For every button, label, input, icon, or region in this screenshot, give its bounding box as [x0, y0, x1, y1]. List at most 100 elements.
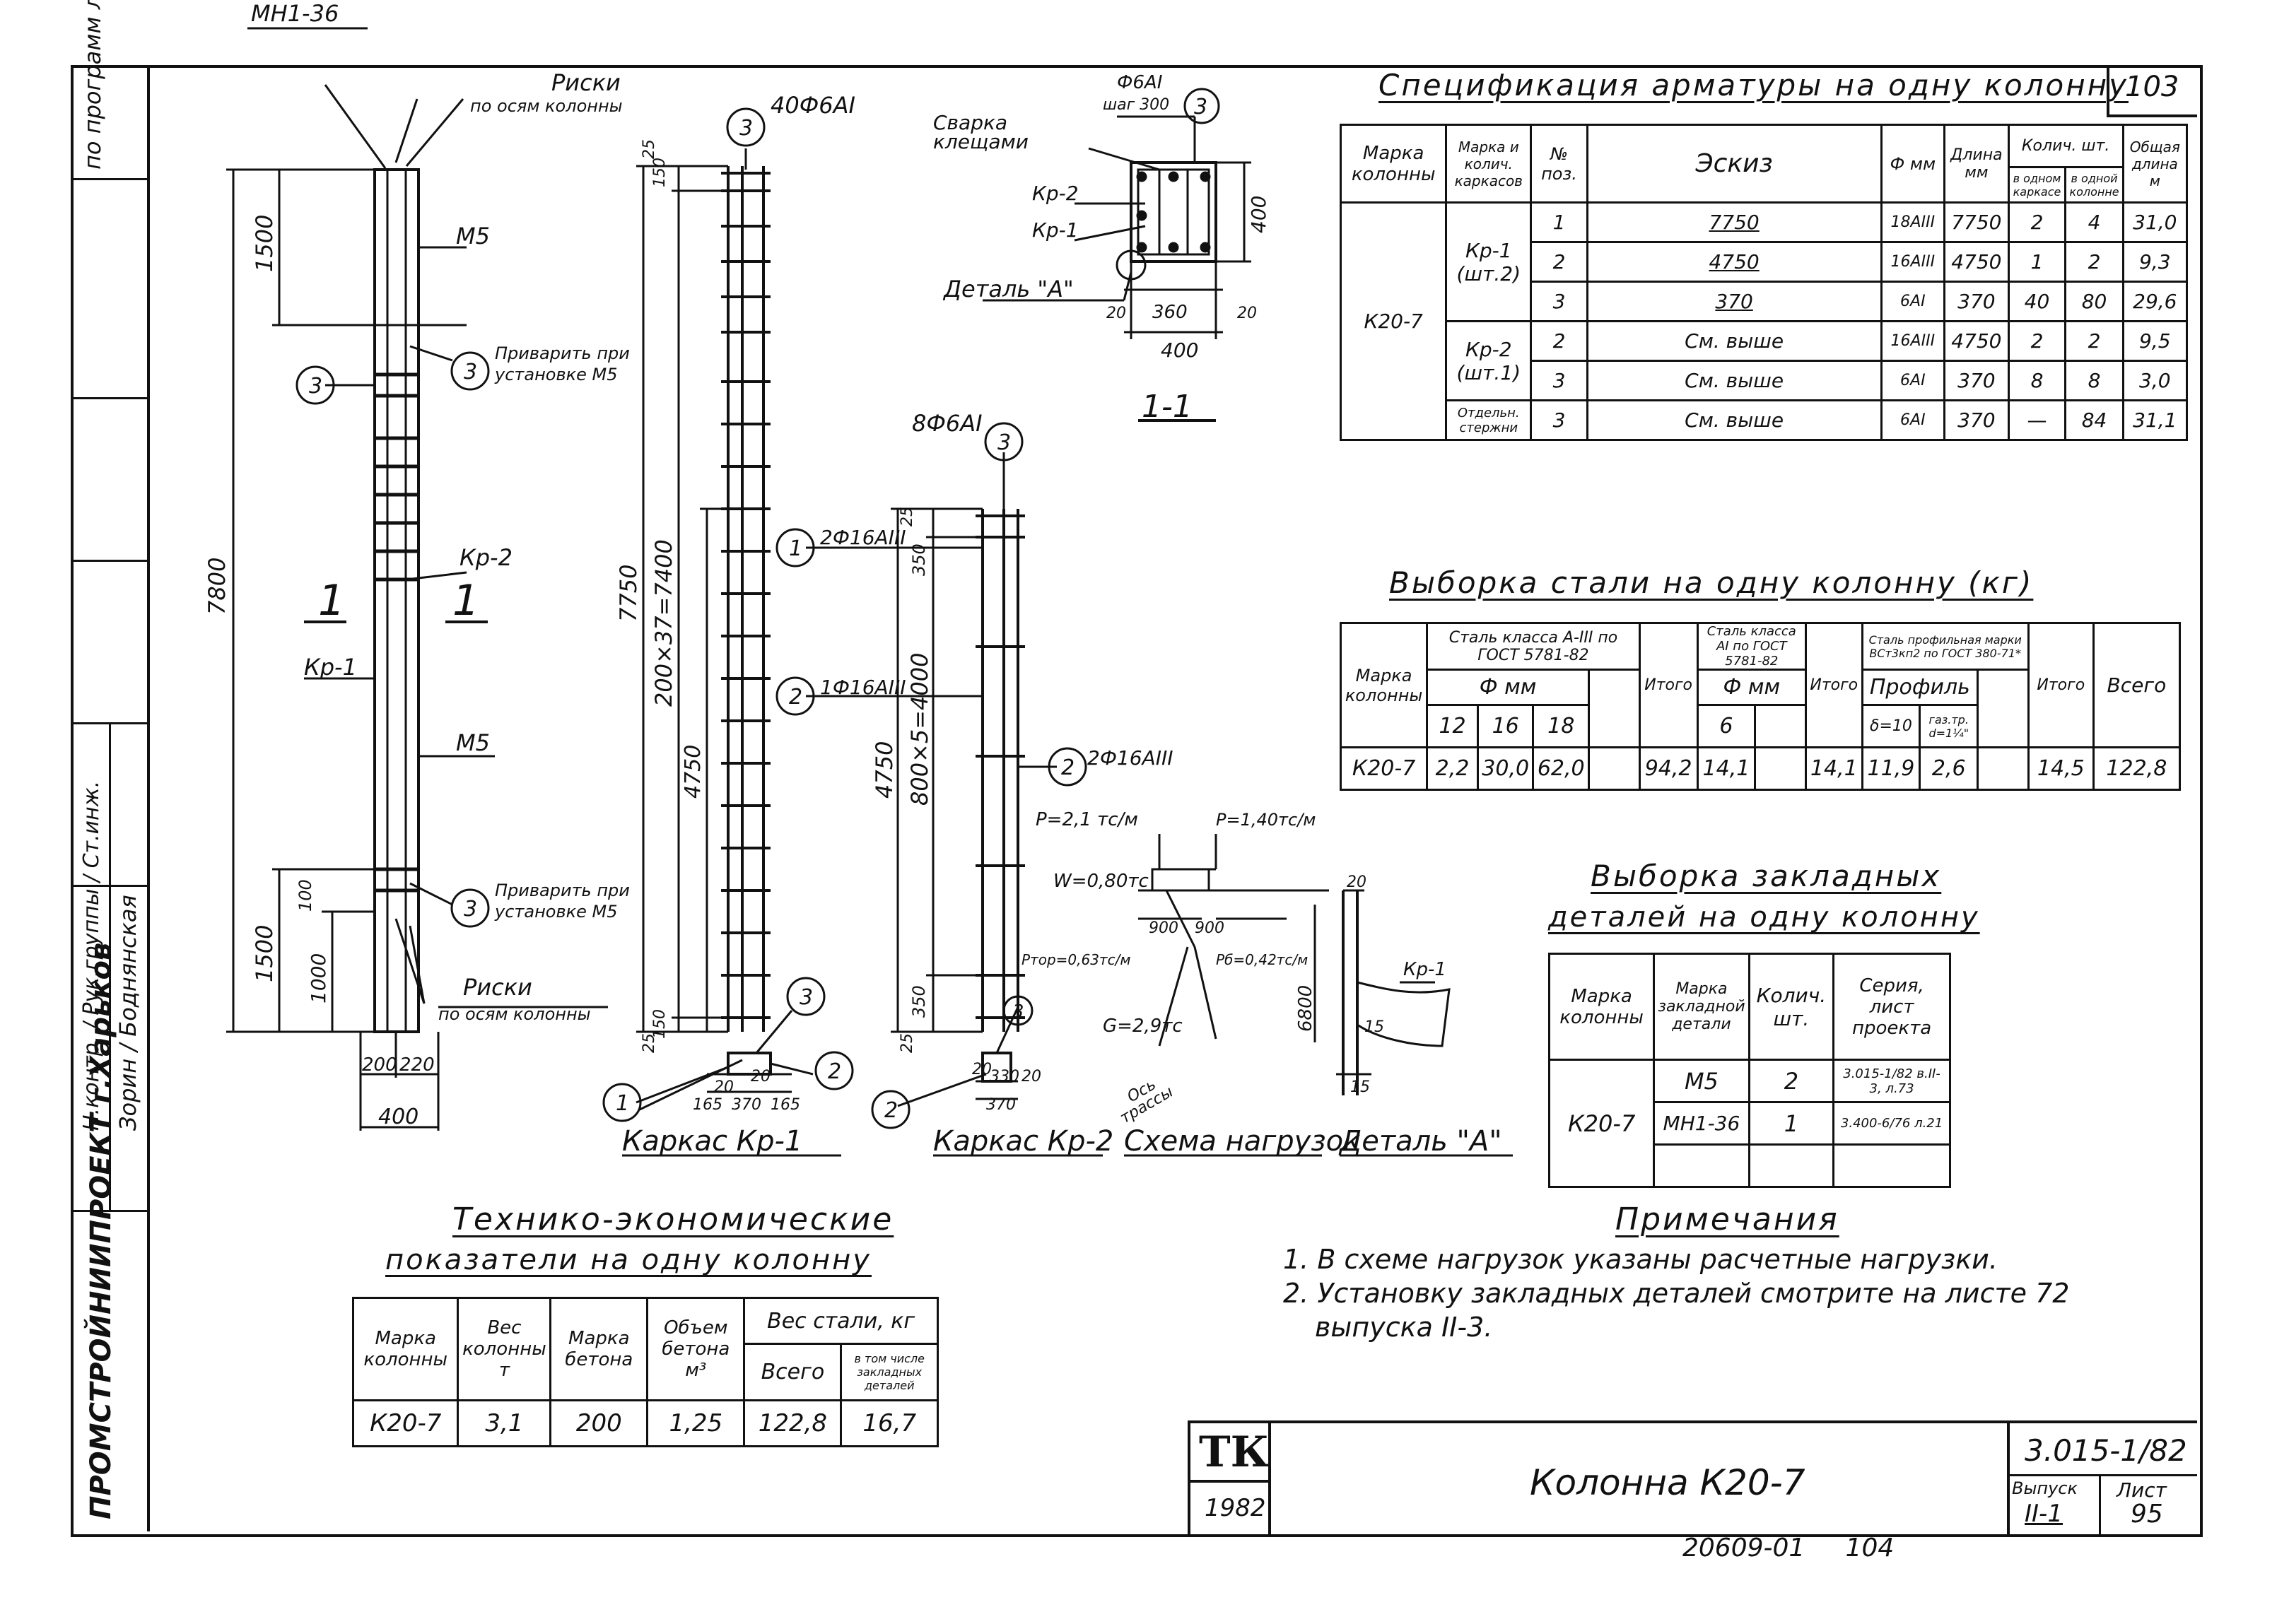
- svg-text:6800: 6800: [1295, 985, 1316, 1032]
- spec-h-sketch: Эскиз: [1586, 124, 1883, 204]
- svg-text:3: 3: [1194, 95, 1207, 119]
- svg-text:800×5=4000: 800×5=4000: [906, 653, 933, 806]
- svg-text:3: 3: [997, 430, 1011, 455]
- svg-text:25: 25: [640, 139, 658, 159]
- svg-text:Кр-1: Кр-1: [1032, 218, 1079, 242]
- svg-text:370: 370: [732, 1096, 761, 1114]
- tech-table: Марка колонны Вес колонны т Марка бетона…: [351, 1297, 939, 1447]
- svg-text:P=2,1 тс/м: P=2,1 тс/м: [1036, 809, 1138, 830]
- stamp-vypusk-label: Выпуск: [2012, 1478, 2078, 1498]
- left-strip: [71, 65, 150, 1531]
- emb-cell: МН1-36: [1653, 1101, 1750, 1146]
- steel-cell: 14,1: [1696, 746, 1757, 791]
- spec-cell: 9,5: [2121, 320, 2189, 362]
- svg-text:Ф6АI: Ф6АI: [1117, 72, 1162, 93]
- svg-text:по осям колонны: по осям колонны: [470, 96, 623, 116]
- svg-text:1500: 1500: [251, 215, 278, 272]
- spec-cell: 9,3: [2121, 241, 2189, 283]
- svg-text:20: 20: [714, 1078, 734, 1096]
- svg-text:2: 2: [828, 1059, 841, 1084]
- spec-col-mark: К20-7: [1339, 201, 1448, 441]
- svg-text:G=2,9тс: G=2,9тс: [1103, 1016, 1183, 1037]
- stamp-list: 95: [2131, 1500, 2163, 1529]
- embedded-title-1: Выборка закладных: [1591, 859, 1942, 893]
- svg-text:P=1,40тс/м: P=1,40тс/м: [1216, 810, 1316, 830]
- spec-cell: См. выше: [1586, 320, 1883, 362]
- steel-h-blank3: [1754, 704, 1808, 748]
- spec-cell: 6АI: [1880, 399, 1946, 441]
- spec-cell: 3: [1530, 360, 1588, 401]
- emb-h-mark: Марка колонны: [1547, 953, 1656, 1061]
- svg-text:20: 20: [1237, 305, 1257, 322]
- svg-text:Pтор=0,63тс/м: Pтор=0,63тс/м: [1021, 951, 1130, 968]
- spec-cell: 29,6: [2121, 281, 2189, 322]
- svg-text:по осям колонны: по осям колонны: [438, 1004, 591, 1024]
- steel-h-itogo3: Итого: [2027, 622, 2095, 748]
- svg-text:2: 2: [884, 1098, 898, 1123]
- spec-group-kr2: Кр-2 (шт.1): [1445, 320, 1533, 401]
- tech-h-concrete: Марка бетона: [549, 1297, 649, 1401]
- steel-cell: 62,0: [1532, 746, 1591, 791]
- svg-text:900: 900: [1149, 919, 1178, 937]
- spec-cell: 370: [1943, 360, 2010, 401]
- svg-text:1500: 1500: [251, 925, 278, 982]
- svg-text:М5: М5: [456, 729, 490, 756]
- spec-h-q2: в одной колонне: [2064, 166, 2124, 204]
- spec-h-q1: в одном каркасе: [2007, 166, 2067, 204]
- svg-text:1: 1: [789, 536, 802, 561]
- steel-h-profile: Профиль: [1861, 669, 1979, 706]
- steel-h-itogo2: Итого: [1805, 622, 1863, 748]
- svg-text:Кр-2: Кр-2: [459, 544, 513, 571]
- svg-text:370: 370: [986, 1096, 1016, 1114]
- steel-cell: 122,8: [2092, 746, 2182, 791]
- tech-h-weight: Вес колонны т: [457, 1297, 552, 1401]
- emb-h-qty: Колич. шт.: [1748, 953, 1835, 1061]
- emb-cell: 3.400-6/76 л.21: [1832, 1101, 1951, 1146]
- spec-cell: 8: [2007, 360, 2067, 401]
- emb-cell: 1: [1748, 1101, 1835, 1146]
- steel-h-blank: [1588, 669, 1641, 748]
- spec-cell: 2: [1530, 320, 1588, 362]
- svg-text:20: 20: [1347, 873, 1366, 891]
- spec-title: Спецификация арматуры на одну колонну: [1378, 68, 2129, 102]
- svg-text:350: 350: [909, 543, 929, 576]
- spec-cell: 1: [2007, 241, 2067, 283]
- svg-text:150: 150: [651, 1009, 669, 1039]
- svg-text:8Ф6АI: 8Ф6АI: [912, 410, 983, 437]
- spec-sketch-cell: 7750: [1586, 201, 1883, 243]
- stamp-title: Колонна К20-7: [1530, 1462, 1805, 1503]
- svg-text:1: 1: [318, 576, 345, 625]
- svg-text:165: 165: [771, 1096, 800, 1114]
- steel-h-12: 12: [1426, 704, 1479, 748]
- note-3: выпуска II-3.: [1315, 1312, 1493, 1343]
- steel-cell: К20-7: [1339, 746, 1429, 791]
- svg-text:360: 360: [1152, 302, 1188, 323]
- emb-empty: [1653, 1143, 1750, 1188]
- spec-cell: 31,0: [2121, 201, 2189, 243]
- svg-text:1: 1: [452, 576, 479, 625]
- svg-text:25: 25: [898, 507, 916, 526]
- spec-table: Марка колонны Марка и колич. каркасов № …: [1339, 124, 2189, 441]
- svg-text:Pб=0,42тс/м: Pб=0,42тс/м: [1216, 951, 1308, 968]
- svg-text:установке М5: установке М5: [494, 365, 617, 384]
- spec-cell: См. выше: [1586, 360, 1883, 401]
- spec-cell: 40: [2007, 281, 2067, 322]
- svg-text:Кр-1: Кр-1: [304, 654, 357, 681]
- steel-h-mark: Марка колонны: [1339, 622, 1429, 748]
- spec-cell: 8: [2064, 360, 2124, 401]
- svg-text:Приварить при: Приварить при: [495, 881, 630, 900]
- svg-text:шаг 300: шаг 300: [1103, 96, 1169, 114]
- note-1: 1. В схеме нагрузок указаны расчетные на…: [1283, 1244, 1998, 1275]
- tech-h-mark: Марка колонны: [351, 1297, 459, 1401]
- tech-title-1: Технико-экономические: [452, 1201, 894, 1237]
- svg-text:1000: 1000: [307, 953, 330, 1004]
- svg-text:Сварка: Сварка: [933, 111, 1007, 134]
- svg-text:2Ф16АIII: 2Ф16АIII: [1087, 746, 1173, 770]
- stamp-logo: ТК: [1199, 1428, 1270, 1477]
- svg-text:350: 350: [909, 985, 929, 1018]
- svg-text:Схема нагрузок: Схема нагрузок: [1124, 1125, 1360, 1158]
- svg-text:20: 20: [1021, 1068, 1041, 1085]
- spec-sketch-cell: 370: [1586, 281, 1883, 322]
- emb-empty: [1832, 1143, 1951, 1188]
- sheet-number-box: 103: [2107, 65, 2197, 117]
